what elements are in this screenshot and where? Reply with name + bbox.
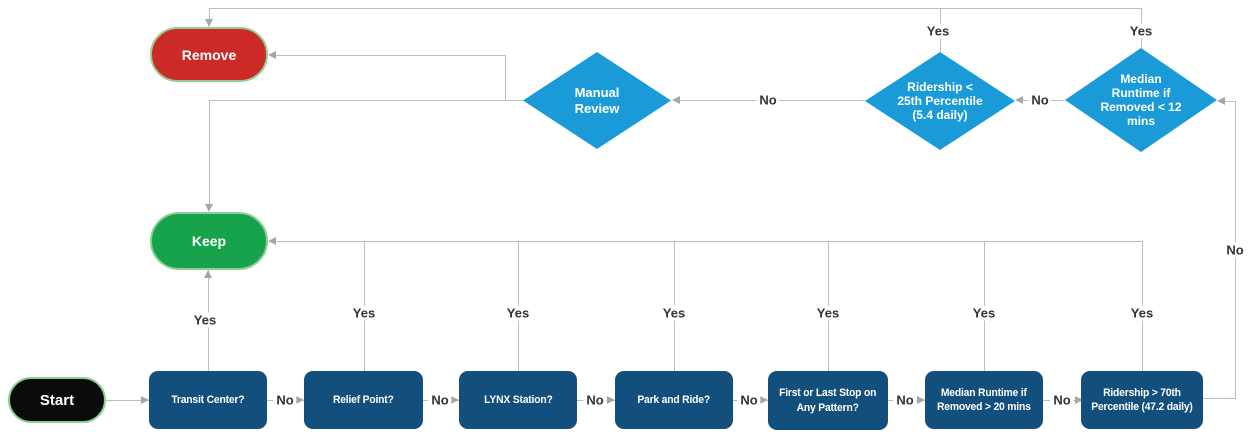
- arrowhead: [141, 396, 149, 404]
- connector-remove-top: [209, 8, 210, 20]
- arrowhead: [205, 19, 213, 27]
- edge-label-yes-relief: Yes: [349, 305, 379, 321]
- node-keep-label: Keep: [191, 233, 227, 249]
- node-median-runtime-over-20: Median Runtime if Removed > 20 mins: [925, 371, 1043, 429]
- connector-manualreview-to-remove-v: [505, 55, 506, 100]
- node-remove: Remove: [150, 27, 268, 82]
- arrowhead: [1217, 97, 1225, 105]
- arrowhead: [268, 51, 276, 59]
- node-relief-point-label: Relief Point?: [333, 393, 394, 406]
- node-remove-label: Remove: [181, 46, 237, 63]
- node-first-or-last-stop: First or Last Stop on Any Pattern?: [768, 371, 888, 430]
- connector-top-bus: [209, 8, 1141, 9]
- node-transit-center: Transit Center?: [149, 371, 267, 429]
- edge-label-no-runtime20: No: [1050, 392, 1074, 408]
- edge-label-no-ridership25-to-manualreview: No: [756, 92, 780, 108]
- node-start-label: Start: [39, 391, 75, 409]
- connector-start-to-transit: [106, 400, 149, 401]
- node-lynx-station: LYNX Station?: [459, 371, 577, 429]
- arrowhead: [607, 396, 615, 404]
- edge-label-no-runtime12-to-ridership25: No: [1028, 92, 1052, 108]
- arrowhead: [760, 396, 768, 404]
- edge-label-no-relief: No: [428, 392, 452, 408]
- edge-label-yes-firstlast: Yes: [813, 305, 843, 321]
- node-transit-center-label: Transit Center?: [171, 393, 245, 406]
- edge-label-yes-ridership70: Yes: [1127, 305, 1157, 321]
- node-keep: Keep: [150, 212, 268, 270]
- node-ridership-under-25th: Ridership < 25th Percentile (5.4 daily): [865, 52, 1015, 150]
- arrowhead: [296, 396, 304, 404]
- connector-manualreview-to-keep-v: [209, 100, 210, 204]
- connector-no-ridership70-stub: [1225, 101, 1235, 102]
- node-median-runtime-over-20-label: Median Runtime if Removed > 20 mins: [937, 386, 1031, 413]
- connector-manualreview-to-remove-h: [276, 55, 505, 56]
- arrowhead: [205, 204, 213, 212]
- edge-label-yes-runtime12: Yes: [1126, 23, 1156, 39]
- edge-label-yes-ridership25: Yes: [923, 23, 953, 39]
- arrowhead: [917, 396, 925, 404]
- arrowhead: [1075, 396, 1083, 404]
- edge-label-yes-runtime20: Yes: [969, 305, 999, 321]
- edge-label-no-ridership70: No: [1223, 242, 1247, 258]
- node-first-or-last-stop-label: First or Last Stop on Any Pattern?: [779, 387, 877, 414]
- edge-label-no-park: No: [737, 392, 761, 408]
- node-park-and-ride-label: Park and Ride?: [637, 393, 711, 406]
- node-relief-point: Relief Point?: [304, 371, 423, 429]
- edge-label-no-transit: No: [273, 392, 297, 408]
- node-manual-review: Manual Review: [523, 52, 671, 149]
- node-ridership-under-25th-label: Ridership < 25th Percentile (5.4 daily): [897, 79, 983, 123]
- connector-manualreview-left: [209, 100, 523, 101]
- edge-label-yes-lynx: Yes: [503, 305, 533, 321]
- edge-label-yes-park: Yes: [659, 305, 689, 321]
- arrowhead: [1015, 96, 1023, 104]
- arrowhead: [451, 396, 459, 404]
- node-park-and-ride: Park and Ride?: [615, 371, 733, 429]
- connector-keep-bus: [276, 241, 1142, 242]
- node-median-runtime-under-12-label: Median Runtime if Removed < 12 mins: [1100, 71, 1182, 129]
- edge-label-no-firstlast: No: [893, 392, 917, 408]
- edge-label-yes-transit: Yes: [190, 312, 220, 328]
- arrowhead: [672, 96, 680, 104]
- arrowhead: [268, 237, 276, 245]
- edge-label-no-lynx: No: [583, 392, 607, 408]
- node-lynx-station-label: LYNX Station?: [483, 393, 553, 406]
- node-manual-review-label: Manual Review: [574, 85, 620, 116]
- node-start: Start: [8, 377, 106, 423]
- node-ridership-over-70th: Ridership > 70th Percentile (47.2 daily): [1081, 371, 1203, 429]
- connector-no-ridership70-h: [1201, 398, 1236, 399]
- node-median-runtime-under-12: Median Runtime if Removed < 12 mins: [1065, 48, 1217, 152]
- arrowhead: [204, 270, 212, 278]
- node-ridership-over-70th-label: Ridership > 70th Percentile (47.2 daily): [1091, 386, 1193, 413]
